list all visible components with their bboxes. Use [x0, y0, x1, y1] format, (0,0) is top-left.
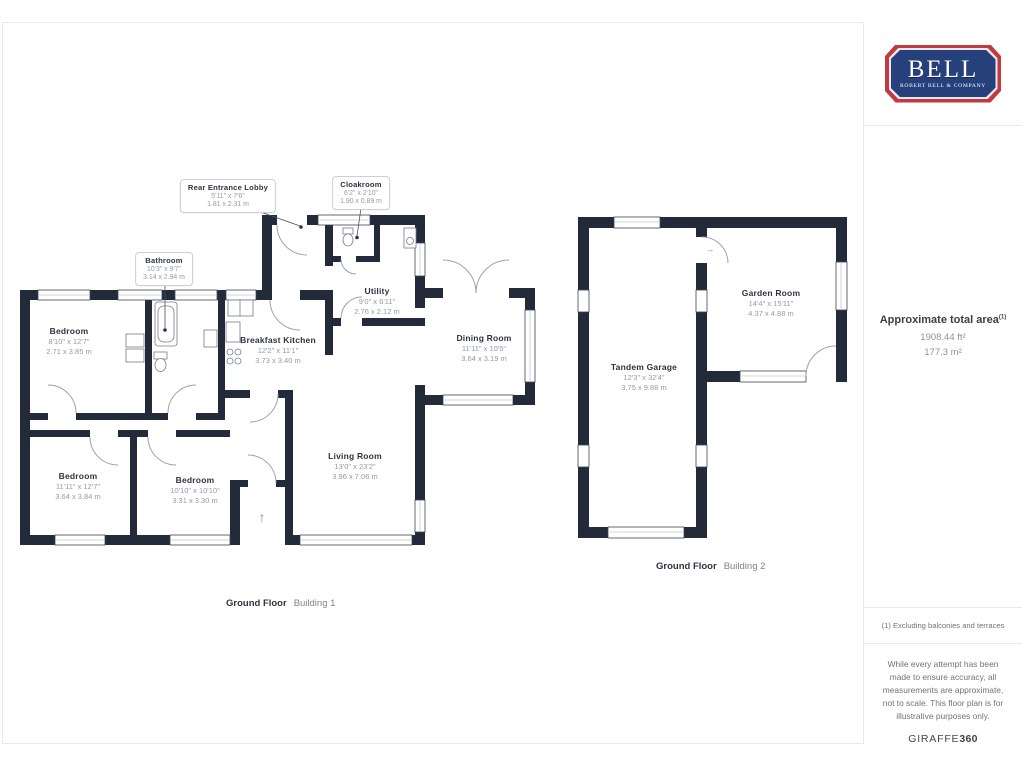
- logo-panel: BELL ROBERT BELL & COMPANY: [890, 50, 996, 97]
- logo-inner-ring: BELL ROBERT BELL & COMPANY: [888, 48, 998, 99]
- room-dims-metric: 3.64 x 3.84 m: [55, 492, 101, 501]
- building-label: Building 2: [723, 561, 766, 572]
- garden-door-arrow-icon: →: [706, 244, 715, 254]
- info-sidebar: BELL ROBERT BELL & COMPANY Approximate t…: [863, 22, 1022, 745]
- room-name: Garden Room: [741, 288, 801, 298]
- disclaimer-section: While every attempt has been made to ens…: [864, 644, 1022, 745]
- room-name: Tandem Garage: [610, 362, 678, 372]
- floor-label: Ground Floor: [226, 598, 287, 609]
- room-label-tandem-garage: Tandem Garage 12'3" x 32'4" 3.75 x 9.88 …: [611, 362, 677, 392]
- room-dims-imperial: 8'10" x 12'7": [48, 337, 90, 346]
- room-label-dining-room: Dining Room 11'11" x 10'5" 3.64 x 3.19 m: [456, 333, 511, 363]
- logo-section: BELL ROBERT BELL & COMPANY: [864, 22, 1022, 126]
- label-leaders: [163, 207, 362, 332]
- hob-icon: [226, 348, 234, 356]
- room-name: Bedroom: [175, 475, 215, 485]
- room-name: Utility: [364, 286, 390, 296]
- room-dims-metric: 3.14 x 2.94 m: [143, 274, 185, 281]
- room-label-utility: Utility 9'0" x 6'11" 2.76 x 2.12 m: [354, 286, 399, 316]
- room-dims-imperial: 12'3" x 32'4": [623, 373, 665, 382]
- total-area-section: Approximate total area(1) 1908.44 ft² 17…: [864, 126, 1022, 608]
- total-area-title-text: Approximate total area: [879, 314, 999, 326]
- room-name: Living Room: [328, 451, 382, 461]
- sink-icon: [203, 329, 218, 348]
- footnote-text: (1) Excluding balconies and terraces: [881, 621, 1005, 630]
- room-dims-metric: 3.73 x 3.40 m: [255, 356, 301, 365]
- total-area-title: Approximate total area(1): [864, 314, 1022, 326]
- room-name: Bedroom: [58, 471, 98, 481]
- room-dims-metric: 3.75 x 9.88 m: [621, 383, 667, 392]
- room-label-garden-room: Garden Room 14'4" x 15'11" 4.37 x 4.88 m: [742, 288, 800, 318]
- room-label-breakfast-kitchen: Breakfast Kitchen 12'2" x 11'1" 3.73 x 3…: [240, 335, 316, 365]
- fixtures: [125, 227, 417, 372]
- room-label-bedroom-top-left: Bedroom 8'10" x 12'7" 2.71 x 3.85 m: [46, 326, 91, 356]
- room-dims-imperial: 13'0" x 23'2": [334, 462, 376, 471]
- bell-company-logo: BELL ROBERT BELL & COMPANY: [885, 44, 1001, 103]
- building1-walls: [20, 215, 535, 545]
- disclaimer-text: While every attempt has been made to ens…: [882, 659, 1004, 722]
- kitchen-sink-icon: [225, 321, 241, 343]
- room-dims-imperial: 6'2" x 2'10": [344, 190, 378, 197]
- room-label-cloakroom: Cloakroom 6'2" x 2'10" 1.90 x 0.89 m: [332, 176, 390, 210]
- building-label: Building 1: [293, 598, 336, 609]
- room-dims-imperial: 9'0" x 6'11": [358, 297, 396, 306]
- room-dims-imperial: 5'11" x 7'6": [211, 193, 245, 200]
- total-area-footnote-marker: (1): [998, 314, 1007, 321]
- footnote-section: (1) Excluding balconies and terraces: [864, 608, 1022, 644]
- room-dims-imperial: 12'2" x 11'1": [257, 346, 299, 355]
- door-arcs: [47, 224, 837, 484]
- room-name: Bedroom: [49, 326, 89, 336]
- room-dims-imperial: 11'11" x 12'7": [55, 482, 101, 491]
- room-label-bathroom: Bathroom 10'3" x 9'7" 3.14 x 2.94 m: [135, 252, 193, 286]
- total-area-sqft: 1908.44 ft²: [920, 332, 966, 343]
- room-dims-imperial: 10'3" x 9'7": [147, 266, 181, 273]
- windows: [37, 214, 848, 546]
- room-dims-imperial: 14'4" x 15'11": [748, 299, 794, 308]
- room-dims-metric: 1.81 x 2.31 m: [207, 201, 249, 208]
- building2-walls: [578, 217, 847, 538]
- room-name: Dining Room: [456, 333, 512, 343]
- room-name: Rear Entrance Lobby: [187, 183, 269, 192]
- brand-name: GIRAFFE: [908, 733, 960, 746]
- kitchen-counter-icon: [227, 299, 254, 317]
- toilet-icon: [153, 351, 168, 360]
- room-dims-imperial: 10'10" x 10'10": [170, 486, 220, 495]
- total-area-sqm: 177.3 m²: [924, 347, 962, 358]
- entrance-arrow-icon: ↑: [259, 509, 266, 525]
- room-name: Breakfast Kitchen: [240, 335, 316, 345]
- caption-building1: Ground Floor Building 1: [226, 598, 335, 609]
- room-dims-metric: 2.76 x 2.12 m: [354, 307, 400, 316]
- giraffe360-brand: GIRAFFE360: [877, 733, 1009, 745]
- room-dims-imperial: 11'11" x 10'5": [461, 344, 507, 353]
- room-label-living-room: Living Room 13'0" x 23'2" 3.96 x 7.06 m: [328, 451, 382, 481]
- room-name: Bathroom: [145, 256, 183, 265]
- brand-number: 360: [959, 733, 978, 746]
- shelf-icon: [125, 333, 145, 348]
- room-dims-metric: 3.64 x 3.19 m: [461, 354, 507, 363]
- caption-building2: Ground Floor Building 2: [656, 561, 765, 572]
- room-label-rear-entrance-lobby: Rear Entrance Lobby 5'11" x 7'6" 1.81 x …: [179, 179, 277, 213]
- room-name: Cloakroom: [340, 180, 382, 189]
- room-label-bedroom-bottom-left: Bedroom 11'11" x 12'7" 3.64 x 3.84 m: [55, 471, 100, 501]
- room-dims-metric: 1.90 x 0.89 m: [340, 198, 382, 205]
- logo-subtitle: ROBERT BELL & COMPANY: [899, 83, 987, 89]
- cloakroom-toilet-icon: [342, 227, 354, 235]
- logo-title: BELL: [907, 56, 979, 83]
- room-dims-metric: 3.96 x 7.06 m: [332, 472, 378, 481]
- floor-label: Ground Floor: [656, 561, 717, 572]
- room-dims-metric: 3.31 x 3.30 m: [172, 496, 218, 505]
- room-dims-metric: 2.71 x 3.85 m: [46, 347, 92, 356]
- room-dims-metric: 4.37 x 4.88 m: [748, 309, 794, 318]
- room-label-bedroom-bottom-middle: Bedroom 10'10" x 10'10" 3.31 x 3.30 m: [170, 475, 219, 505]
